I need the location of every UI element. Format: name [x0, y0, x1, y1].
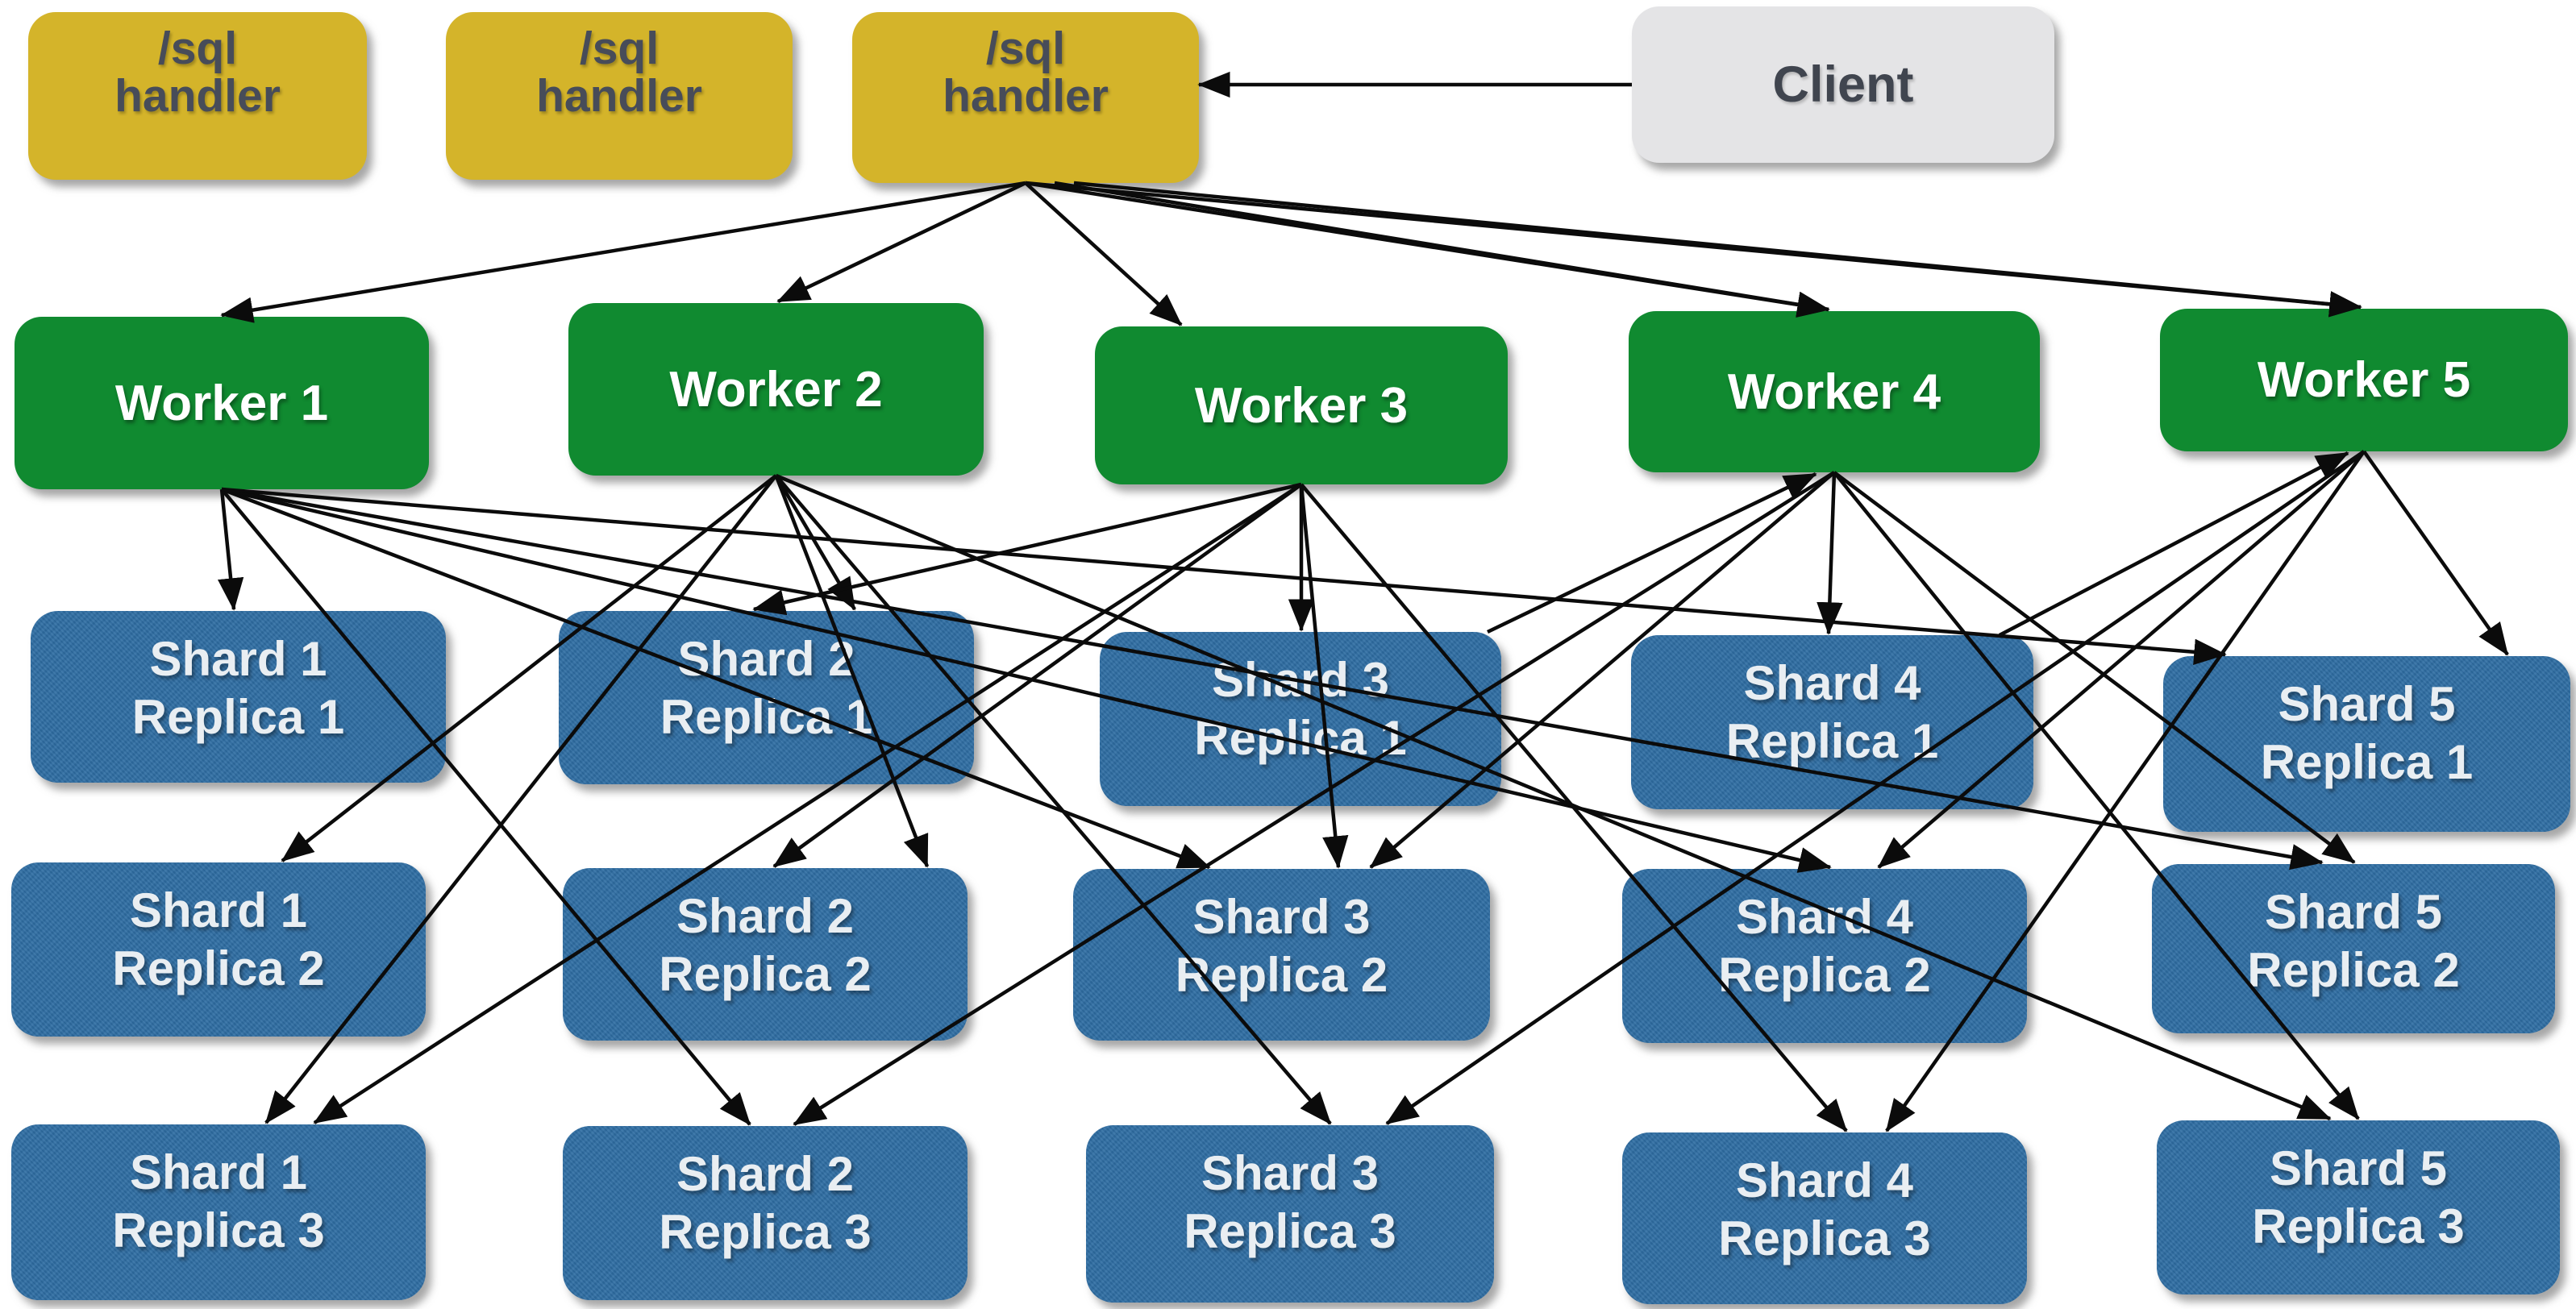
s1r1-label-line: Shard 1	[149, 632, 327, 686]
w3-label-line: Worker 3	[1194, 377, 1409, 434]
s1r3-label-line: Shard 1	[129, 1145, 308, 1199]
edge-w1-s4r2	[221, 487, 1832, 873]
s4r2-label-line: Shard 4	[1735, 890, 1914, 944]
edge-h3-w5	[1025, 181, 2362, 318]
w5-label-line: Worker 5	[2257, 352, 2471, 408]
s5r2-label-line: Shard 5	[2264, 885, 2443, 939]
h3-label-line: handler	[943, 70, 1109, 123]
s4r2-label-line: Replica 2	[1718, 948, 1931, 1002]
s3r3-label-line: Replica 3	[1184, 1204, 1396, 1258]
s2r2-label-line: Shard 2	[676, 889, 855, 943]
s4r3-label-line: Replica 3	[1718, 1211, 1931, 1265]
s5r1-label-line: Replica 1	[2260, 735, 2474, 789]
s1r2-label-line: Replica 2	[112, 941, 325, 995]
edge-s4r1-w5	[1998, 451, 2349, 637]
edge-w5-s5r1	[2362, 450, 2509, 656]
w4-label-line: Worker 4	[1727, 364, 1941, 420]
s1r3-label-line: Replica 3	[112, 1203, 325, 1257]
s5r1-label-line: Shard 5	[2278, 677, 2456, 731]
s2r1-label-line: Shard 2	[677, 632, 855, 686]
edge-h3-w3	[1024, 181, 1183, 326]
h2-label-line: /sql	[579, 23, 660, 74]
s5r3-label-line: Shard 5	[2269, 1141, 2448, 1195]
s4r1-label-line: Shard 4	[1743, 656, 1921, 710]
s3r1-label-line: Shard 3	[1211, 653, 1390, 707]
edge-w2-s2r1	[774, 474, 856, 611]
edge-w1-s5r1	[221, 487, 2227, 665]
s4r1-label-line: Replica 1	[1725, 714, 1939, 768]
edge-w2-s5r3	[775, 473, 2332, 1121]
s2r3-label-line: Shard 2	[676, 1147, 855, 1201]
edge-h3-w4	[1025, 181, 1830, 318]
s2r2-label-line: Replica 2	[659, 947, 872, 1001]
w4-box: Worker 4	[1629, 311, 2040, 472]
edge-s3r1-w4	[1487, 472, 1817, 634]
s2r1-label-line: Replica 1	[660, 690, 873, 744]
edge-h3-w4	[1054, 181, 1830, 318]
w3-box: Worker 3	[1095, 326, 1508, 484]
w2-label-line: Worker 2	[669, 361, 883, 418]
s3r2-label-line: Shard 3	[1192, 890, 1371, 944]
w5-box: Worker 5	[2160, 309, 2568, 451]
h1-label-line: handler	[114, 70, 281, 123]
w2-box: Worker 2	[568, 303, 984, 476]
s5r3-label-line: Replica 3	[2252, 1199, 2465, 1253]
client-box: Client	[1632, 6, 2054, 163]
s3r1-label-line: Replica 1	[1194, 711, 1407, 765]
edge-w4-s4r1	[1817, 472, 1843, 635]
s3r2-label-line: Replica 2	[1175, 948, 1388, 1002]
w1-box: Worker 1	[15, 317, 429, 489]
client-label-line: Client	[1772, 56, 1914, 113]
edge-h3-w1	[220, 181, 1026, 323]
edge-w1-s1r1	[218, 488, 244, 611]
edge-h3-w2	[776, 181, 1026, 304]
s2r3-label-line: Replica 3	[659, 1205, 872, 1259]
h2-label-line: handler	[536, 70, 702, 123]
s4r3-label-line: Shard 4	[1735, 1153, 1914, 1207]
edge-h3-w5	[1073, 181, 2362, 318]
w1-label-line: Worker 1	[114, 375, 329, 431]
s5r2-label-line: Replica 2	[2247, 943, 2460, 997]
s1r1-label-line: Replica 1	[131, 690, 345, 744]
s3r3-label-line: Shard 3	[1201, 1146, 1380, 1200]
s1r2-label-line: Shard 1	[129, 883, 308, 937]
h3-label-line: /sql	[985, 23, 1066, 74]
edge-w3-s2r1	[752, 482, 1302, 616]
h1-label-line: /sql	[157, 23, 238, 74]
